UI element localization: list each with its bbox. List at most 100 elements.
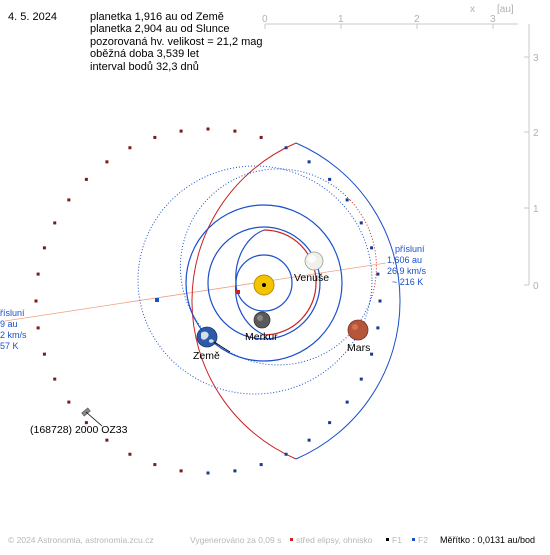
mercury-inner-orbit [235, 254, 293, 312]
venus-label: Venuše [294, 272, 329, 284]
orbit-point-marker [179, 129, 183, 133]
orbit-point-marker [67, 198, 71, 202]
perihelion-left-line-4: 57 K [0, 341, 19, 351]
mercury-label: Merkur [245, 331, 278, 343]
perihelion-right-line-1: přísluní [395, 244, 425, 254]
orbit-point-marker [36, 326, 40, 330]
footer-generated: Vygenerováno za 0,09 s [190, 535, 282, 545]
top-axis-tick-label: 3 [490, 14, 496, 25]
top-axis-tick-label: 1 [338, 14, 344, 25]
footer-scale: Měřítko : 0,0131 au/bod [440, 535, 536, 545]
right-axis-tick-label: 2 [533, 128, 539, 139]
mars-planet-icon [347, 319, 369, 341]
perihelion-left-line-2: 9 au [0, 319, 18, 329]
orbit-point-marker [206, 127, 210, 131]
date-label: 4. 5. 2024 [8, 11, 57, 23]
orbit-point-marker [345, 198, 349, 202]
orbit-point-marker [376, 326, 380, 330]
sun-focus-dot [262, 283, 266, 287]
footer-copyright[interactable]: © 2024 Astronomia, astronomia.zcu.cz [8, 535, 154, 545]
right-axis-tick-label: 3 [533, 53, 539, 64]
orbit-point-marker [53, 377, 57, 381]
footer-legend-f2: F2 [418, 535, 428, 545]
perihelion-right-line-2: 1,606 au [387, 255, 422, 265]
perihelion-right-line-3: 26,9 km/s [387, 266, 427, 276]
earth-orbit [185, 204, 343, 362]
orbit-point-marker [128, 452, 132, 456]
close-icon[interactable]: x [470, 4, 475, 15]
info-sun-distance: planetka 2,904 au od Slunce [90, 23, 230, 36]
orbit-point-marker [345, 400, 349, 404]
orbit-point-marker [284, 146, 288, 150]
orbit-point-marker [84, 421, 88, 425]
orbit-point-marker [307, 160, 311, 164]
info-magnitude: pozorovaná hv. velikost = 21,2 mag [90, 35, 263, 48]
orbit-point-marker [370, 246, 374, 250]
orbit-point-marker [359, 221, 363, 225]
perihelion-right-line-4: ~ 216 K [392, 277, 423, 287]
orbit-point-marker [259, 463, 263, 467]
top-axis-tick-label: 0 [262, 14, 268, 25]
orbit-point-marker [233, 469, 237, 473]
orbit-point-marker [359, 377, 363, 381]
orbit-point-marker [328, 421, 332, 425]
orbit-point-marker [105, 438, 109, 442]
info-block: planetka 1,916 au od Země planetka 2,904… [90, 11, 263, 73]
orbit-point-marker [42, 352, 46, 356]
ellipse-center-marker [236, 290, 240, 294]
asteroid-orbit-blue-arc [295, 142, 401, 460]
mars-orbit [137, 165, 373, 395]
orbit-point-marker [53, 221, 57, 225]
right-axis-tick-label: 0 [533, 281, 539, 292]
orbit-point-marker [376, 272, 380, 276]
orbit-point-marker [206, 471, 210, 475]
venus-orbit [207, 226, 321, 340]
orbit-point-marker [105, 160, 109, 164]
orbit-point-marker [42, 246, 46, 250]
orbit-point-marker [370, 352, 374, 356]
orbit-point-marker [307, 438, 311, 442]
focus-f2-marker [155, 298, 159, 302]
asteroid-dotted-orbit-blue [179, 168, 373, 366]
legend-center-marker [290, 538, 293, 541]
info-period: oběžná doba 3,539 let [90, 48, 199, 61]
asteroid-label: (168728) 2000 OZ33 [30, 424, 128, 436]
orbit-point-marker [67, 400, 71, 404]
asteroid-orbit-red-arc [191, 142, 297, 460]
orbit-point-marker [84, 177, 88, 181]
earth-label: Země [193, 350, 220, 362]
right-axis-ticks: 3 2 1 0 [524, 53, 539, 292]
orbit-point-marker [179, 469, 183, 473]
orbit-point-marker [328, 177, 332, 181]
footer-legend-center: střed elipsy, ohnisko [296, 535, 373, 545]
perihelion-left-line-3: 2 km/s [0, 330, 27, 340]
axis-unit-label: [au] [497, 4, 514, 15]
orbit-point-marker [34, 299, 38, 303]
footer-legend-f1: F1 [392, 535, 402, 545]
mercury-orbit-red [263, 229, 317, 336]
mars-label: Mars [347, 342, 370, 354]
legend-f1-marker [386, 538, 389, 541]
info-earth-distance: planetka 1,916 au od Země [90, 11, 224, 23]
top-axis-ticks: 0 1 2 3 [262, 14, 496, 29]
footer: © 2024 Astronomia, astronomia.zcu.cz Vyg… [0, 530, 550, 550]
perihelion-left-block: řísluní 9 au 2 km/s 57 K [0, 308, 27, 351]
orbit-point-marker [153, 463, 157, 467]
orbit-point-marker [233, 129, 237, 133]
asteroid-orbit-dots [34, 127, 382, 475]
legend-f2-marker [412, 538, 415, 541]
perihelion-line [4, 262, 387, 322]
top-axis-tick-label: 2 [414, 14, 420, 25]
asteroid-dotted-orbit-red [349, 199, 377, 297]
orbit-point-marker [36, 272, 40, 276]
right-axis-tick-label: 1 [533, 204, 539, 215]
perihelion-right-block: přísluní 1,606 au 26,9 km/s ~ 216 K [387, 244, 427, 287]
perihelion-left-line-1: řísluní [0, 308, 25, 318]
orbit-point-marker [284, 452, 288, 456]
orbit-point-marker [259, 135, 263, 139]
info-point-interval: interval bodů 32,3 dnů [90, 60, 199, 73]
orbit-point-marker [378, 299, 382, 303]
orbit-point-marker [153, 135, 157, 139]
